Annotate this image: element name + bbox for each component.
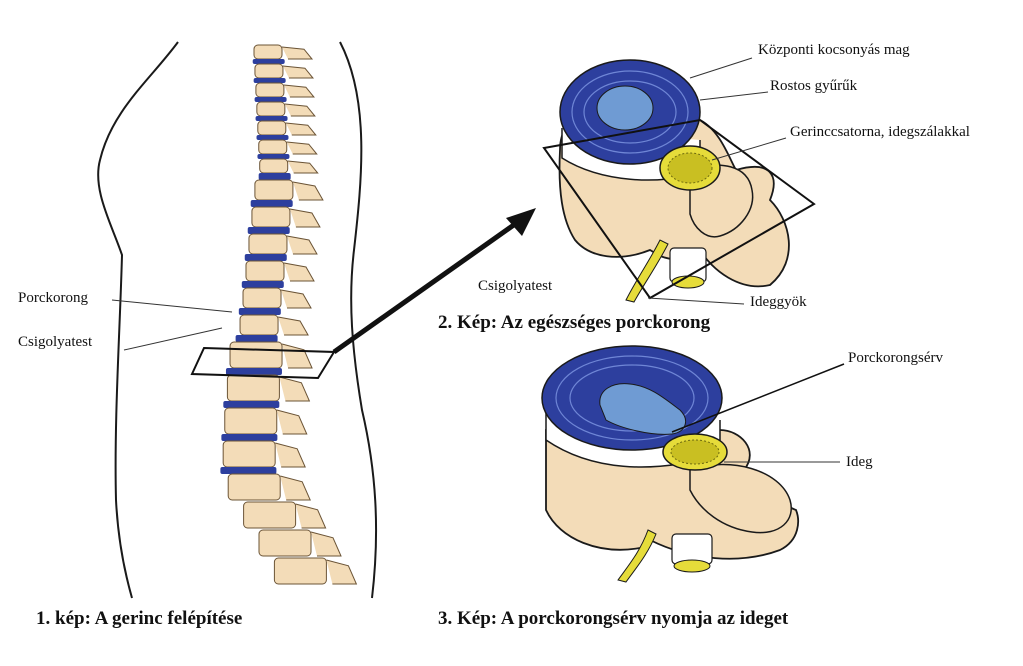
spinous-process — [286, 235, 318, 255]
spinous-process — [326, 559, 358, 585]
intervertebral-disc — [244, 254, 287, 261]
intervertebral-disc — [256, 135, 289, 140]
spinous-process — [292, 181, 324, 201]
zoom-arrow — [332, 208, 536, 355]
label-nucleus: Központi kocsonyás mag — [758, 42, 910, 58]
spinous-process — [284, 103, 316, 117]
spinous-process — [283, 262, 315, 282]
caption-figure-3: 3. Kép: A porckorongsérv nyomja az idege… — [438, 608, 789, 629]
vertebra — [248, 233, 288, 255]
spinous-process — [279, 376, 311, 402]
intervertebral-disc — [250, 200, 293, 207]
vertebra — [257, 120, 287, 136]
spinous-process — [283, 84, 315, 98]
label-herniation: Porckorongsérv — [848, 350, 943, 366]
vertebra — [256, 101, 286, 117]
vertebra — [245, 260, 285, 282]
intervertebral-disc — [223, 401, 280, 408]
leader-herniation — [671, 363, 845, 433]
vertebra — [239, 314, 279, 336]
spinous-process — [282, 65, 315, 79]
vertebra — [258, 139, 288, 155]
spine-column — [220, 44, 358, 585]
spinous-process — [285, 122, 317, 136]
spinous-process — [287, 160, 319, 174]
intervertebral-disc — [247, 227, 290, 234]
spinous-process — [275, 442, 306, 468]
label-vertebra-body: Csigolyatest — [18, 334, 93, 350]
intervertebral-disc — [238, 308, 281, 315]
leader-canal — [711, 137, 787, 161]
vertebra — [242, 287, 282, 309]
vertebra — [259, 158, 289, 174]
intervertebral-disc — [252, 59, 285, 64]
intervertebral-disc — [235, 335, 278, 342]
vertebra — [255, 82, 285, 98]
label-nerve-root: Ideggyök — [750, 294, 807, 310]
vertebra — [243, 501, 297, 529]
intervertebral-disc — [241, 281, 284, 288]
leader-vertebra — [123, 327, 223, 351]
label-annulus: Rostos gyűrűk — [770, 78, 858, 94]
label-vertebra-body-2: Csigolyatest — [478, 278, 553, 294]
vertebra — [254, 179, 294, 201]
intervertebral-disc — [257, 154, 290, 159]
caption-figure-1: 1. kép: A gerinc felépítése — [36, 608, 243, 629]
intervertebral-disc — [253, 78, 286, 83]
herniated-disc-illustration — [541, 345, 799, 583]
zoom-region-box — [190, 346, 336, 380]
spinous-process — [295, 503, 327, 529]
spinous-process — [281, 46, 314, 60]
spinous-process — [281, 343, 313, 369]
intervertebral-disc — [255, 116, 288, 121]
vertebra — [226, 374, 280, 402]
spinous-process — [280, 289, 312, 309]
spinous-process — [276, 409, 308, 435]
vertebra — [227, 473, 281, 501]
vertebra — [273, 557, 327, 585]
healthy-disc-illustration — [558, 59, 790, 303]
spinous-process — [289, 208, 321, 228]
spinous-process — [277, 316, 309, 336]
vertebra — [222, 440, 276, 468]
leader-disc — [111, 299, 233, 313]
intervertebral-disc — [254, 97, 287, 102]
spinous-process — [310, 531, 342, 557]
vertebra — [258, 529, 312, 557]
label-disc: Porckorong — [18, 290, 88, 306]
leader-root — [647, 297, 745, 305]
intervertebral-disc — [258, 173, 291, 180]
cutting-plane — [542, 118, 816, 300]
label-spinal-canal: Gerinccsatorna, idegszálakkal — [790, 124, 970, 140]
spinous-process — [280, 475, 311, 501]
vertebra — [254, 63, 284, 79]
leader-annulus — [699, 91, 769, 101]
vertebra — [251, 206, 291, 228]
intervertebral-disc — [225, 368, 282, 375]
caption-figure-2: 2. Kép: Az egészséges porckorong — [438, 312, 711, 333]
label-nerve: Ideg — [846, 454, 873, 470]
intervertebral-disc — [221, 434, 278, 441]
vertebra — [224, 407, 278, 435]
vertebra — [253, 44, 283, 60]
leader-nucleus — [689, 57, 753, 79]
body-outline — [97, 41, 378, 599]
vertebra — [229, 341, 283, 369]
spinous-process — [286, 141, 318, 155]
intervertebral-disc — [220, 467, 277, 474]
